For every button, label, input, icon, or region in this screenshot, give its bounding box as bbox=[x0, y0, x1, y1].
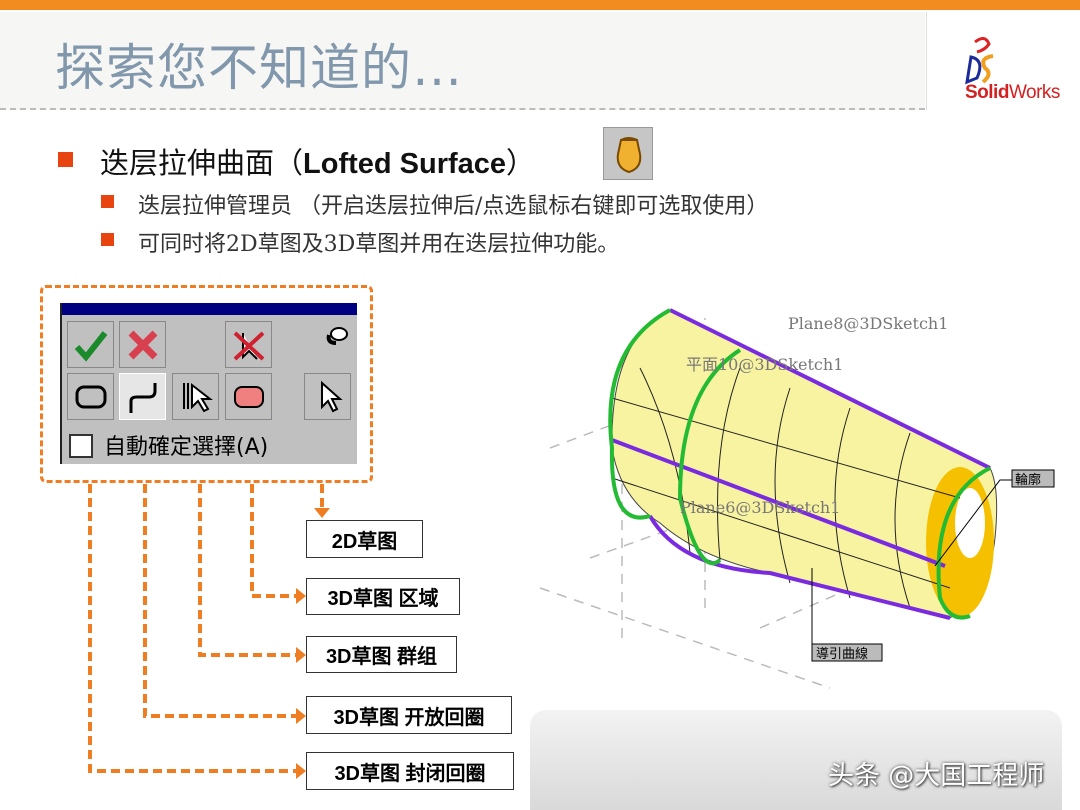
connector-closed-loop bbox=[88, 484, 298, 773]
auto-confirm-checkbox[interactable] bbox=[69, 434, 93, 458]
select-pointer-icon[interactable] bbox=[304, 373, 351, 420]
sub-bullet-icon bbox=[101, 195, 114, 208]
callout-3d-region: 3D草图 区域 bbox=[306, 578, 460, 615]
connector-group bbox=[198, 484, 298, 657]
clear-selection-icon[interactable] bbox=[225, 321, 272, 368]
arrow-icon bbox=[296, 588, 306, 604]
callout-2d-sketch: 2D草图 bbox=[306, 520, 423, 558]
bullet-icon bbox=[58, 152, 73, 167]
callout-3d-group: 3D草图 群组 bbox=[306, 636, 457, 673]
top-accent-bar bbox=[0, 0, 1080, 10]
ok-check-icon[interactable] bbox=[67, 321, 114, 368]
plane10-label: 平面10@3DSketch1 bbox=[686, 355, 843, 374]
main-bullet: 迭层拉伸曲面（Lofted Surface） bbox=[100, 140, 535, 182]
arrow-icon bbox=[296, 647, 306, 663]
guide-curve-tag: 導引曲線 bbox=[816, 646, 868, 662]
title-band bbox=[0, 12, 925, 110]
watermark: 头条 @大国工程师 bbox=[828, 761, 1045, 791]
region-icon[interactable] bbox=[225, 373, 272, 420]
open-loop-icon[interactable] bbox=[119, 373, 166, 420]
lofted-surface-icon bbox=[603, 127, 653, 180]
connector-region bbox=[250, 484, 298, 598]
group-select-icon[interactable] bbox=[172, 373, 219, 420]
lofted-model-image: Plane8@3DSketch1 平面10@3DSketch1 Plane6@3… bbox=[530, 298, 1062, 710]
sub-bullet-2: 可同时将2D草图及3D草图并用在迭层拉伸功能。 bbox=[138, 232, 620, 257]
bullet-text: 迭层拉伸曲面（ bbox=[100, 146, 304, 180]
pushpin-icon[interactable] bbox=[324, 325, 350, 349]
profile-tag: 輪廓 bbox=[1015, 472, 1041, 488]
page-title: 探索您不知道的… bbox=[55, 39, 463, 97]
arrow-icon bbox=[296, 708, 306, 724]
auto-confirm-label: 自動確定選擇(A) bbox=[104, 435, 269, 460]
callout-3d-open-loop: 3D草图 开放回圈 bbox=[306, 696, 512, 734]
lofted-surface-model: Plane8@3DSketch1 平面10@3DSketch1 Plane6@3… bbox=[539, 308, 1055, 689]
solidworks-logo: SolidWorks bbox=[926, 12, 1080, 110]
callout-3d-closed-loop: 3D草图 封闭回圈 bbox=[306, 752, 514, 790]
logo-text: SolidWorks bbox=[965, 82, 1060, 103]
plane8-label: Plane8@3DSketch1 bbox=[788, 314, 948, 333]
arrow-icon bbox=[296, 763, 306, 779]
bullet-text-en: Lofted Surface bbox=[303, 148, 507, 180]
sub-bullet-icon bbox=[101, 233, 114, 246]
arrow-icon bbox=[314, 508, 330, 518]
sub-bullet-1: 迭层拉伸管理员 （开启迭层拉伸后/点选鼠标右键即可选取使用） bbox=[138, 194, 769, 219]
bullet-text-end: ） bbox=[506, 146, 536, 180]
dialog-highlight-box bbox=[40, 285, 373, 483]
cancel-x-icon[interactable] bbox=[119, 321, 166, 368]
connector-open-loop bbox=[143, 484, 298, 718]
bottom-panel bbox=[530, 710, 1062, 810]
closed-loop-icon[interactable] bbox=[67, 373, 114, 420]
plane6-label: Plane6@3DSketch1 bbox=[680, 498, 840, 517]
selection-manager-dialog: 自動確定選擇(A) bbox=[60, 303, 357, 464]
ds-logo-icon bbox=[965, 37, 994, 85]
dialog-titlebar bbox=[62, 303, 357, 315]
